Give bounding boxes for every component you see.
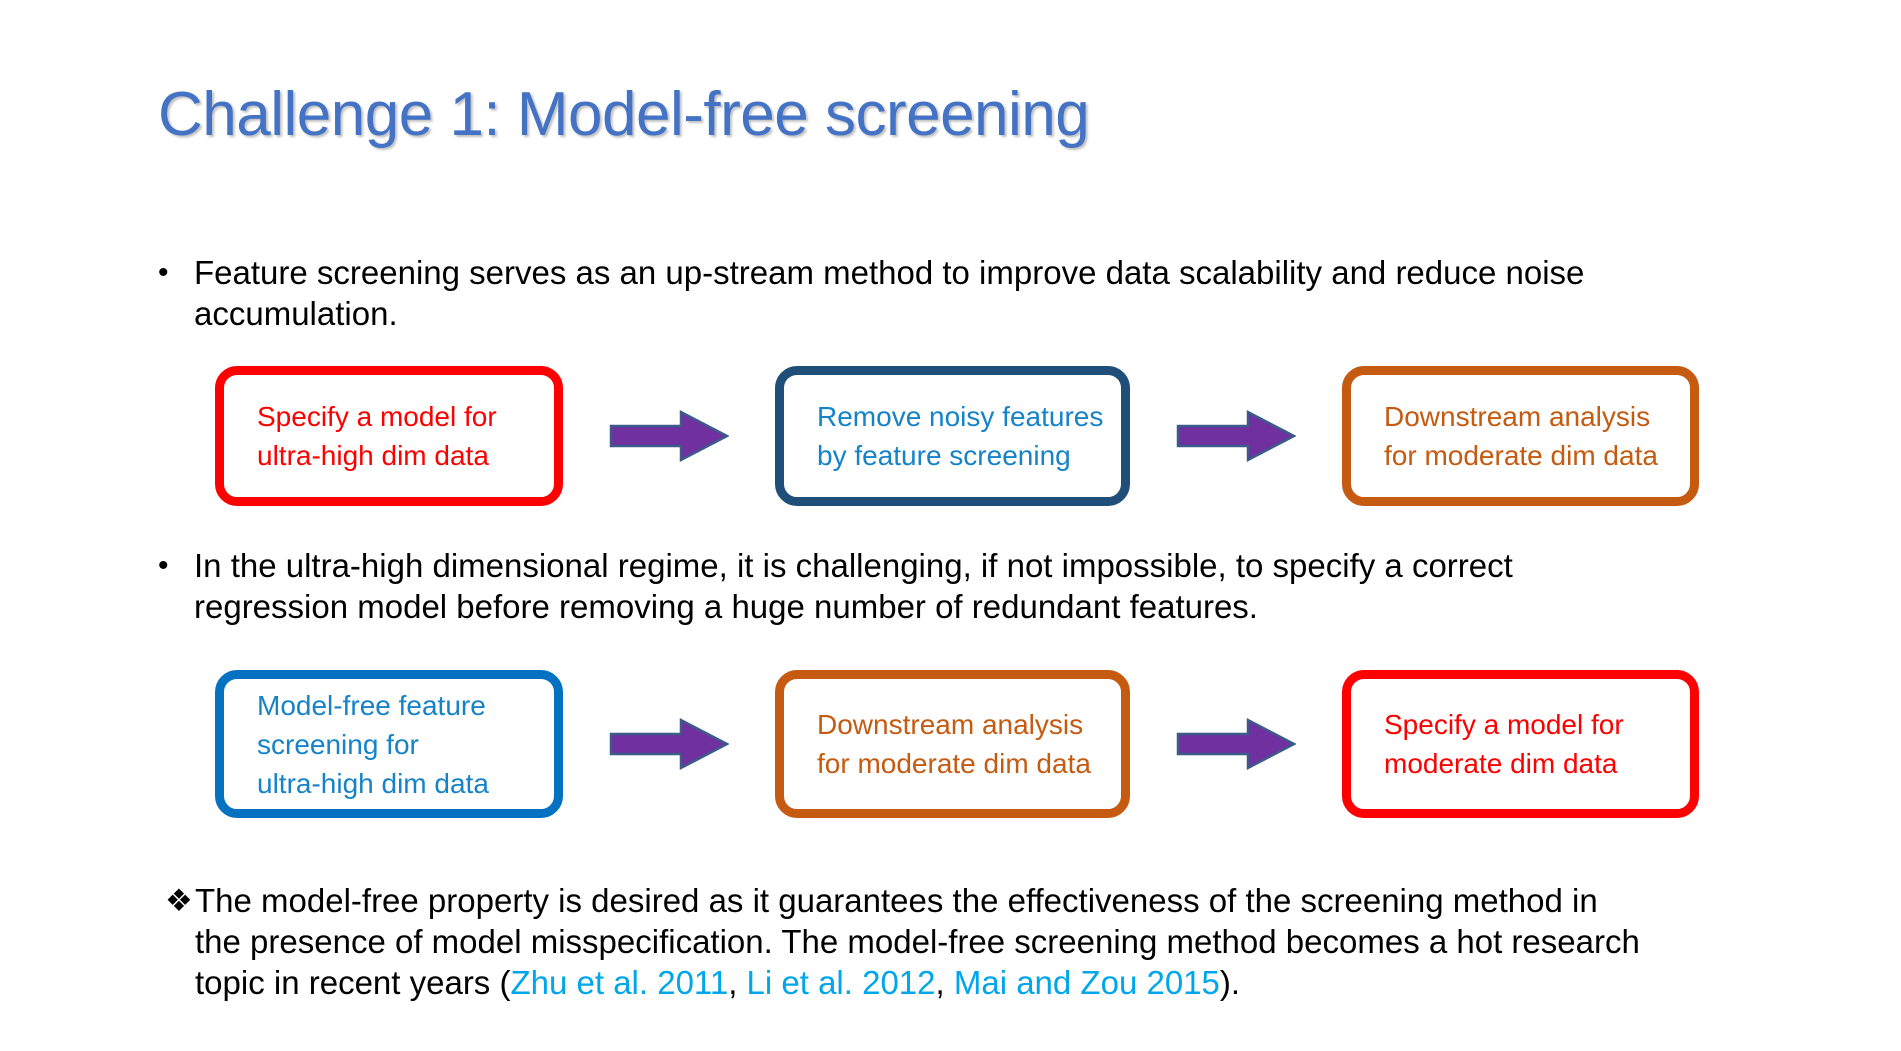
bullet-2-line-1: In the ultra-high dimensional regime, it… — [194, 547, 1513, 584]
right-arrow-icon — [1176, 409, 1296, 463]
citation-separator: , — [728, 964, 747, 1001]
flow-box-specify-model-ultra-high[interactable]: Specify a model for ultra-high dim data — [215, 366, 563, 506]
arrow-slot-2 — [1130, 408, 1342, 464]
citation-link-zhu[interactable]: Zhu et al. 2011 — [510, 964, 729, 1001]
arrow-slot-1 — [563, 408, 775, 464]
flow-diagram-row-2: Model-free feature screening for ultra-h… — [215, 670, 1699, 818]
closing-line-3: topic in recent years (Zhu et al. 2011, … — [195, 962, 1845, 1003]
closing-line-2: the presence of model misspecification. … — [195, 923, 1640, 960]
flow-box-line: Remove noisy features — [817, 401, 1104, 432]
citation-separator: , — [935, 964, 954, 1001]
flow-box-line: ultra-high dim data — [257, 767, 489, 799]
bullet-marker-icon: • — [158, 256, 169, 289]
flow-box-line: Specify a model for — [257, 401, 497, 432]
closing-line-3-suffix: ). — [1219, 964, 1241, 1001]
bullet-2-text: In the ultra-high dimensional regime, it… — [194, 545, 1798, 627]
arrow-slot-4 — [1130, 716, 1342, 772]
flow-box-line: Downstream analysis — [1384, 401, 1651, 432]
flow-box-specify-model-moderate[interactable]: Specify a model for moderate dim data — [1342, 670, 1699, 818]
flow-box-line: ultra-high dim data — [257, 440, 489, 471]
flow-box-downstream-analysis-moderate[interactable]: Downstream analysis for moderate dim dat… — [1342, 366, 1699, 506]
closing-line-3-prefix: topic in recent years ( — [195, 964, 511, 1001]
flow-box-line: for moderate dim data — [1384, 440, 1658, 471]
right-arrow-icon — [1176, 717, 1296, 771]
bullet-paragraph-2: • In the ultra-high dimensional regime, … — [158, 545, 1798, 627]
flow-box-line: Model-free feature — [257, 689, 486, 721]
flow-box-line: by feature screening — [817, 440, 1071, 471]
right-arrow-icon — [609, 717, 729, 771]
closing-paragraph: ❖ The model-free property is desired as … — [165, 880, 1845, 1003]
bullet-1-text: Feature screening serves as an up-stream… — [194, 252, 1778, 334]
flow-box-line: Specify a model for — [1384, 709, 1624, 740]
closing-line-1: The model-free property is desired as it… — [195, 882, 1598, 919]
flow-box-line: for moderate dim data — [817, 748, 1091, 779]
citation-link-li[interactable]: Li et al. 2012 — [746, 964, 936, 1001]
closing-paragraph-text: The model-free property is desired as it… — [195, 880, 1845, 1003]
page-title: Challenge 1: Model-free screening — [158, 80, 1090, 149]
flow-diagram-row-1: Specify a model for ultra-high dim data … — [215, 366, 1699, 506]
bullet-2-line-2: regression model before removing a huge … — [194, 588, 1258, 625]
citation-link-mai-zou[interactable]: Mai and Zou 2015 — [953, 964, 1220, 1001]
flow-box-line: Downstream analysis — [817, 709, 1084, 740]
diamond-bullet-icon: ❖ — [165, 883, 193, 918]
bullet-1-line-2: accumulation. — [194, 295, 398, 332]
bullet-marker-icon: • — [158, 549, 169, 582]
bullet-1-line-1: Feature screening serves as an up-stream… — [194, 254, 1585, 291]
flow-box-model-free-screening[interactable]: Model-free feature screening for ultra-h… — [215, 670, 563, 818]
bullet-paragraph-1: • Feature screening serves as an up-stre… — [158, 252, 1778, 334]
flow-box-remove-noisy-features[interactable]: Remove noisy features by feature screeni… — [775, 366, 1130, 506]
arrow-slot-3 — [563, 716, 775, 772]
flow-box-line: moderate dim data — [1384, 748, 1618, 779]
right-arrow-icon — [609, 409, 729, 463]
flow-box-downstream-analysis-moderate-2[interactable]: Downstream analysis for moderate dim dat… — [775, 670, 1130, 818]
flow-box-line: screening for — [257, 728, 419, 760]
